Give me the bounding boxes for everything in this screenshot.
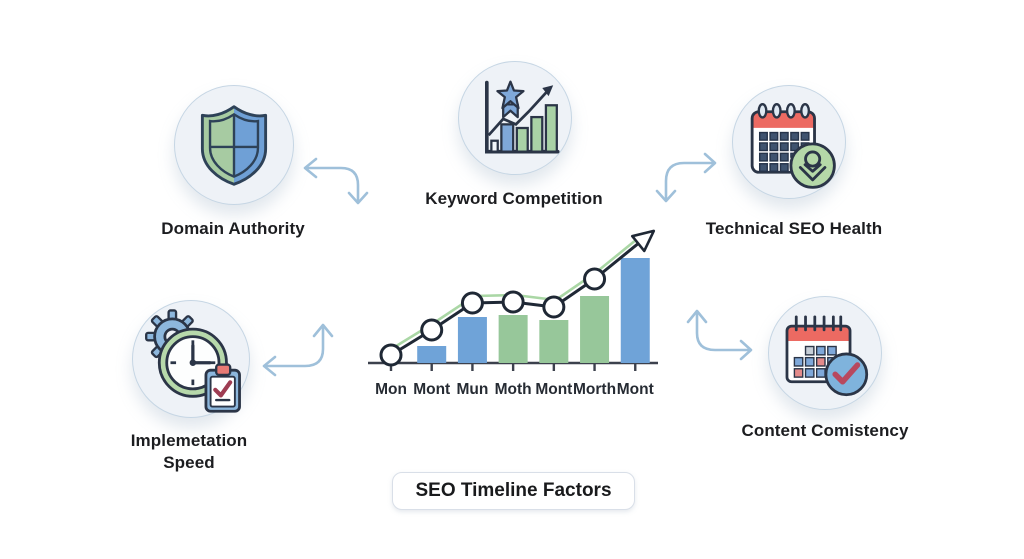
label-technical-seo-health: Technical SEO Health	[705, 219, 883, 238]
shield-icon	[200, 105, 268, 186]
chart-marker	[542, 295, 566, 319]
arrow-chart-to-content	[686, 309, 753, 361]
chart-x-label: Moth	[495, 381, 532, 398]
chart-bar	[539, 320, 569, 363]
chart-x-label: Mon	[375, 381, 407, 398]
arrow-speed-to-chart	[262, 323, 334, 377]
node-content-consistency	[768, 296, 882, 410]
chart-marker	[583, 267, 607, 291]
user-badge-icon	[789, 142, 836, 189]
node-implementation-speed	[132, 300, 250, 418]
chart-trend-line-green	[392, 232, 645, 350]
diagram-title: SEO Timeline Factors	[415, 480, 612, 501]
chart-arrowhead-icon	[630, 229, 656, 253]
chart-marker	[420, 318, 444, 342]
chart-marker	[379, 343, 403, 367]
calendar-check-icon	[785, 315, 869, 397]
node-technical-seo-health	[732, 85, 846, 199]
growth-chart-star-icon	[485, 80, 560, 154]
label-content-consistency: Content Comistency	[741, 421, 909, 440]
node-keyword-competition	[458, 61, 572, 175]
chart-x-label: Mont	[413, 381, 450, 398]
clipboard-check-icon	[204, 363, 241, 413]
check-badge-icon	[824, 352, 869, 397]
chart-trend-line	[390, 239, 643, 357]
arrow-domain-to-keyword	[303, 157, 369, 205]
chart-bar	[498, 315, 528, 363]
label-keyword-competition: Keyword Competition	[425, 189, 603, 208]
chart-bar	[457, 317, 487, 363]
chart-x-label: Morth	[573, 381, 616, 398]
calendar-user-icon	[750, 103, 836, 189]
chart-bar	[620, 258, 650, 363]
star-icon	[496, 80, 525, 110]
chart-marker	[460, 291, 484, 315]
chart-x-label: Mun	[456, 381, 488, 398]
chart-x-label: Mont	[535, 381, 572, 398]
label-implementation-speed: Implemetation Speed	[130, 431, 248, 472]
chart-x-label: Mont	[617, 381, 654, 398]
chart-marker	[501, 290, 525, 314]
title-box: SEO Timeline Factors	[392, 472, 635, 510]
chart-bar	[417, 346, 447, 363]
chart-bar	[580, 296, 610, 363]
label-domain-authority: Domain Authority	[161, 219, 305, 238]
node-domain-authority	[174, 85, 294, 205]
arrow-keyword-to-technical	[655, 152, 717, 203]
gear-clock-clipboard-icon	[145, 309, 241, 413]
